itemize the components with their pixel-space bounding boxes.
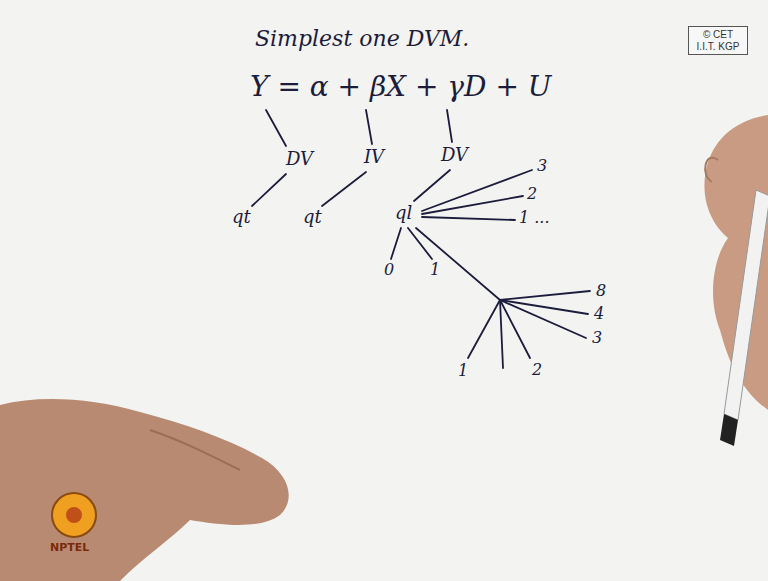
tree-label: 8 (596, 281, 606, 300)
tree-label: IV (364, 146, 384, 168)
tree-label: 1 (458, 361, 468, 380)
tree-label: 2 (532, 360, 542, 379)
pen (720, 190, 768, 446)
tree-label: 3 (537, 156, 547, 175)
tree-label: 4 (594, 304, 604, 323)
tree-label: 3 (592, 328, 602, 347)
tree-label: DV (441, 144, 468, 166)
tree-label: ql (395, 202, 412, 224)
tree-label: 1 (430, 260, 440, 279)
left-hand (0, 399, 289, 581)
tree-label: 2 (527, 184, 537, 203)
tree-label: qt (303, 206, 322, 228)
watermark-text: © CET I.I.T. KGP (693, 29, 743, 52)
tree-label: 1 ... (519, 208, 550, 227)
watermark-box: © CET I.I.T. KGP (688, 26, 748, 55)
tree-label: qt (232, 206, 251, 228)
handwritten-text: Y = α + βX + γD + U (250, 70, 551, 104)
tree-label: DV (286, 148, 313, 170)
tree-label: 0 (384, 260, 394, 279)
handwritten-text: Simplest one DVM. (255, 26, 469, 52)
nptel-logo (52, 493, 96, 537)
tree-lines (252, 110, 590, 368)
logo-text: NPTEL (50, 541, 89, 554)
